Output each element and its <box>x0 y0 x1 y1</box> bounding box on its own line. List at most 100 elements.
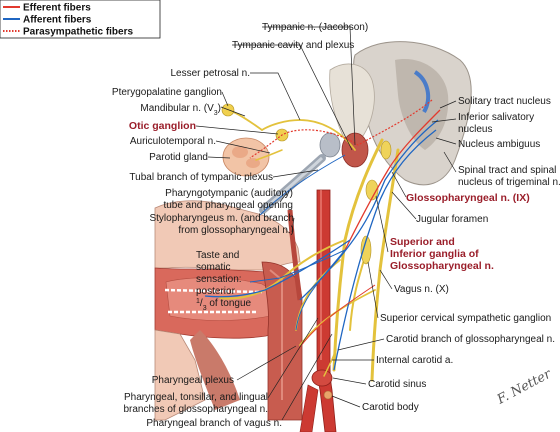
leader-stylopharyngeus <box>291 217 295 233</box>
auriculotemporal-nerve <box>255 149 283 161</box>
leader-pharyngeal-tonsillar <box>267 317 319 399</box>
label-nucleus-ambiguus: Nucleus ambiguus <box>458 139 540 150</box>
legend-parasympathetic-label: Parasympathetic fibers <box>23 27 133 38</box>
label-cervical: Superior cervical sympathetic ganglion <box>380 313 551 324</box>
auditory-tube-lumen <box>262 156 324 212</box>
label-tympanic-cavity: Tympanic cavity and plexus <box>232 40 354 51</box>
petrous-bone <box>329 63 375 141</box>
label-inferior-salivatory-line2: nucleus <box>458 124 492 135</box>
nasal-region <box>154 200 301 271</box>
leader-carotid-sinus <box>332 377 367 385</box>
label-taste-line5: 1/3 of tongue <box>196 298 252 312</box>
label-tubal-branch: Tubal branch of tympanic plexus <box>129 172 273 183</box>
afferent-fiber-tube <box>259 154 346 216</box>
leader-jugular <box>391 191 417 220</box>
leader-pharyngotympanic <box>279 193 287 203</box>
fiber-paths <box>204 99 441 371</box>
fourth-ventricle <box>413 70 431 113</box>
leader-carotid-body <box>331 395 361 408</box>
label-inferior-salivatory-line1: Inferior salivatory <box>458 112 534 123</box>
leader-ganglia <box>375 195 389 253</box>
stylopharyngeus-muscle <box>287 209 303 301</box>
label-pharyngotympanic-line2: tube and pharyngeal opening <box>163 200 293 211</box>
cervical-sympathetic-ganglion <box>360 235 372 265</box>
label-glossopharyngeal: Glossopharyngeal n. (IX) <box>406 192 530 204</box>
label-stylopharyngeus-line2: from glossopharyngeal n.) <box>178 225 294 236</box>
artist-signature: F. Netter <box>494 366 554 408</box>
leader-pterygopalatine <box>221 91 229 107</box>
afferent-fiber-pharynx <box>295 249 346 331</box>
legend: Efferent fibers Afferent fibers Parasymp… <box>0 0 161 39</box>
label-pharyngeal-tonsillar-line2: branches of glossopharyngeal n. <box>123 404 268 415</box>
label-taste-sensation: Taste and somatic sensation: posterior 1… <box>196 250 252 312</box>
legend-box <box>0 0 161 39</box>
illustration <box>154 41 472 432</box>
label-solitary: Solitary tract nucleus <box>458 96 551 107</box>
label-carotid-body: Carotid body <box>362 402 419 413</box>
leader-nucleus-ambiguus <box>435 137 457 145</box>
parasympathetic-fiber <box>249 99 433 159</box>
label-carotid-branch: Carotid branch of glossopharyngeal n. <box>386 334 555 345</box>
label-taste-line2: somatic <box>196 262 230 273</box>
label-auriculotemporal: Auriculotemporal n. <box>130 136 216 147</box>
label-vagus: Vagus n. (X) <box>394 284 449 295</box>
leader-tubal-branch <box>272 169 319 178</box>
inferior-ganglion <box>365 179 379 201</box>
label-stylopharyngeus-line1: Stylopharyngeus m. (and branch <box>149 213 294 224</box>
parotid-lobule <box>232 146 248 158</box>
label-ganglia-line3: Glossopharyngeal n. <box>390 260 494 272</box>
leader-pharyngeal-vagus <box>281 333 333 421</box>
label-otic-ganglion: Otic ganglion <box>129 120 196 132</box>
label-tympanic-n: Tympanic n. (Jacobson) <box>262 22 368 33</box>
afferent-fiber <box>299 119 439 301</box>
label-mandibular: Mandibular n. (V3) <box>140 103 221 117</box>
leader-lines <box>195 26 457 421</box>
pharynx-highlight <box>269 269 283 400</box>
leader-vagus <box>379 269 393 290</box>
label-pharyngeal-plexus: Pharyngeal plexus <box>152 375 234 386</box>
sympathetic-trunk <box>349 259 365 331</box>
leader-carotid-branch <box>337 338 385 351</box>
label-internal-carotid: Internal carotid a. <box>376 355 453 366</box>
superior-ganglion <box>380 140 392 160</box>
carotid-sinus <box>311 369 333 387</box>
label-parotid: Parotid gland <box>149 152 208 163</box>
leader-mandibular <box>220 106 246 117</box>
label-pharyngotympanic-line1: Pharyngotympanic (auditory) <box>165 188 293 199</box>
leader-tympanic-n <box>262 26 356 146</box>
leader-otic-ganglion <box>195 125 279 135</box>
carotid-body <box>323 390 333 400</box>
vagus-trunk <box>370 148 400 382</box>
leader-parotid <box>207 156 231 159</box>
tympanic-membrane <box>319 132 341 158</box>
label-taste-line1: Taste and <box>196 250 239 261</box>
lesser-petrosal-path <box>261 119 356 151</box>
afferent-fiber-tonsil <box>249 249 346 283</box>
label-pharyngeal-vagus: Pharyngeal branch of vagus n. <box>146 418 282 429</box>
label-pterygopalatine: Pterygopalatine ganglion <box>112 87 222 98</box>
label-spinal-tract-line1: Spinal tract and spinal <box>458 165 556 176</box>
hyoid-muscle <box>190 330 240 410</box>
label-carotid-sinus: Carotid sinus <box>368 379 426 390</box>
leader-spinal-tract <box>443 151 457 173</box>
external-carotid-artery <box>299 384 319 432</box>
efferent-fiber-pharynx <box>297 284 376 351</box>
leader-solitary <box>439 100 457 109</box>
leader-auriculotemporal <box>215 140 271 154</box>
legend-afferent-label: Afferent fibers <box>23 15 92 26</box>
label-spinal-tract-line2: nucleus of trigeminal n. <box>458 177 560 188</box>
leader-lesser-petrosal <box>250 72 301 121</box>
label-pharyngeal-tonsillar-line1: Pharyngeal, tonsillar, and lingual <box>124 392 268 403</box>
label-taste-line3: sensation: <box>196 274 242 285</box>
label-jugular: Jugular foramen <box>416 214 488 225</box>
afferent-fiber-tongue <box>204 239 351 298</box>
leader-tympanic-cavity <box>232 44 353 151</box>
afferent-fiber-carotid <box>333 129 437 371</box>
upper-teeth <box>164 288 263 294</box>
medulla <box>395 59 449 150</box>
label-ganglia-line2: Inferior ganglia of <box>390 248 479 260</box>
leader-glossopharyngeal <box>391 171 407 198</box>
label-taste-line4: posterior <box>196 286 236 297</box>
leader-inferior-salivatory <box>431 118 457 123</box>
